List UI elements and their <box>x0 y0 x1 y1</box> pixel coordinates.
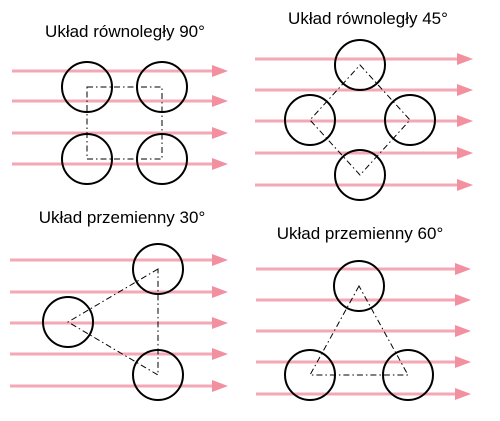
tube <box>334 39 386 91</box>
panel-staggered-30: Układ przemienny 30° <box>10 208 228 401</box>
flow-arrow-head <box>212 348 228 360</box>
flow-arrow-head <box>212 286 228 298</box>
panel-parallel-45: Układ równoległy 45° <box>255 9 473 201</box>
pitch-triangle <box>67 268 159 376</box>
flow-arrow-head <box>457 115 473 127</box>
flow-arrows <box>255 53 473 191</box>
pitch-triangle <box>309 284 409 376</box>
tube <box>136 133 188 185</box>
flow-arrow-head <box>457 147 473 159</box>
flow-arrows <box>12 65 228 170</box>
flow-arrow-head <box>455 325 471 337</box>
panel-title-parallel-45: Układ równoległy 45° <box>288 9 448 28</box>
flow-arrow-head <box>455 263 471 275</box>
tube <box>132 349 184 401</box>
flow-arrow-head <box>455 356 471 368</box>
flow-arrow-head <box>212 65 228 77</box>
panel-title-parallel-90: Układ równoległy 90° <box>45 22 205 41</box>
flow-arrow-head <box>455 294 471 306</box>
tube <box>284 94 336 146</box>
tube <box>42 296 94 348</box>
tube <box>284 349 336 401</box>
flow-arrow-head <box>457 53 473 65</box>
flow-arrow-head <box>212 254 228 266</box>
flow-arrow-head <box>212 127 228 139</box>
tube <box>136 61 188 113</box>
flow-arrow-head <box>455 388 471 400</box>
panel-parallel-90: Układ równoległy 90° <box>12 22 228 185</box>
flow-arrow-head <box>212 317 228 329</box>
panel-staggered-60: Układ przemienny 60° <box>256 224 471 401</box>
tube <box>382 349 434 401</box>
tube <box>333 260 385 312</box>
pitch-square <box>86 86 163 160</box>
panel-title-staggered-30: Układ przemienny 30° <box>39 208 206 227</box>
tube <box>132 243 184 295</box>
tube <box>384 94 436 146</box>
tube <box>61 61 113 113</box>
flow-arrow-head <box>457 84 473 96</box>
tube <box>61 133 113 185</box>
flow-arrow-head <box>212 158 228 170</box>
panel-title-staggered-60: Układ przemienny 60° <box>277 224 444 243</box>
flow-arrow-head <box>457 179 473 191</box>
tube <box>334 149 386 201</box>
flow-arrows <box>256 263 471 400</box>
flow-arrow-head <box>212 95 228 107</box>
flow-arrow-head <box>212 380 228 392</box>
